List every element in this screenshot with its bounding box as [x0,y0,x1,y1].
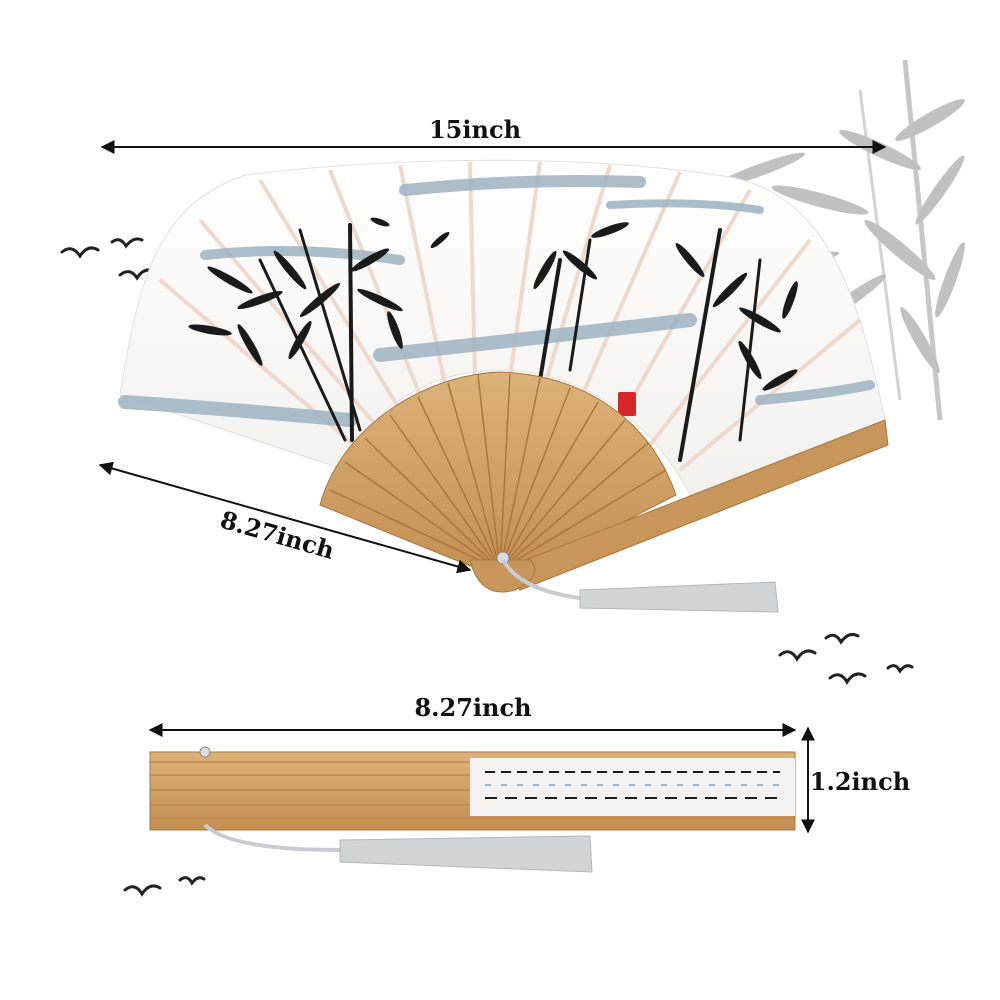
label-folded-length: 8.27inch [414,693,531,722]
ink-bamboo-painting [258,223,762,462]
arrow-rib-length [98,461,472,574]
ink-bamboo-leaves [188,217,798,391]
dimension-arrows [98,140,887,834]
closed-fan-paper-edge [470,758,795,816]
blue-wash-bands [118,175,875,427]
flying-birds-bottom [123,876,206,897]
closed-fan-tassel [203,823,593,873]
open-fan [118,159,889,613]
fan-tassel [501,558,779,613]
closed-fan-rivet [199,746,211,758]
closed-fan [149,746,796,873]
label-fan-width: 15inch [429,115,521,144]
red-seal-stamp [618,392,636,416]
label-folded-height: 1.2inch [810,767,910,796]
label-rib-length: 8.27inch [217,505,338,565]
flying-birds-right [778,633,914,685]
fan-rivet [496,551,510,565]
